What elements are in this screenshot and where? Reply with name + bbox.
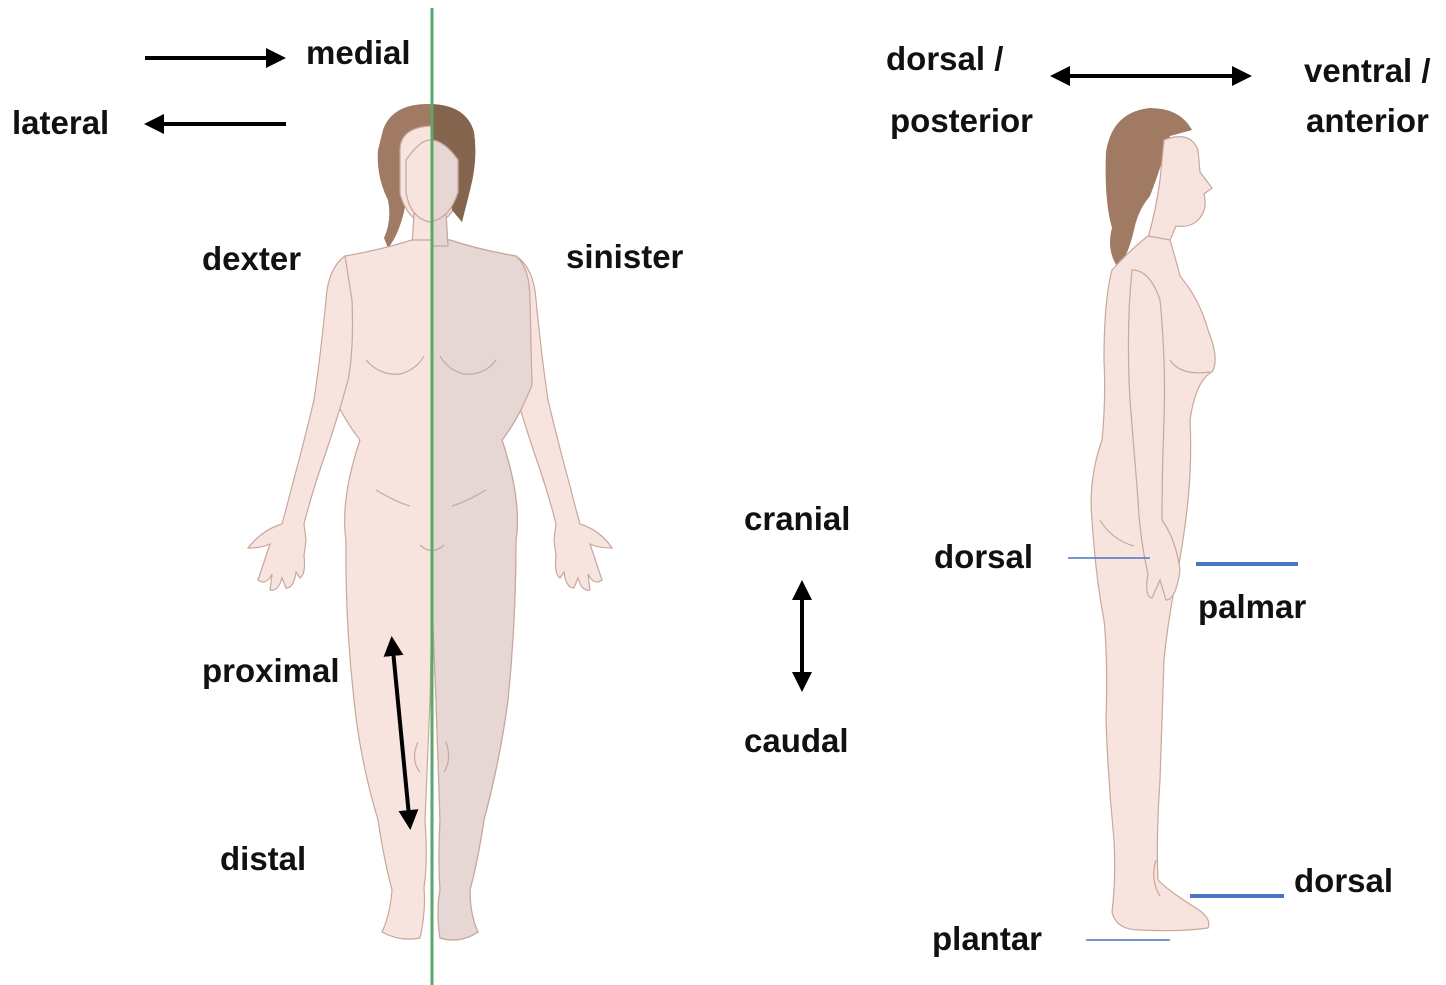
label-ventral-anterior-1: ventral / [1304, 52, 1431, 90]
label-cranial: cranial [744, 500, 850, 538]
label-distal: distal [220, 840, 306, 878]
label-dorsal-foot: dorsal [1294, 862, 1393, 900]
front-arm-right [248, 256, 353, 590]
label-sinister: sinister [566, 238, 683, 276]
label-caudal: caudal [744, 722, 849, 760]
label-proximal: proximal [202, 652, 340, 690]
label-dorsal-hand: dorsal [934, 538, 1033, 576]
label-palmar: palmar [1198, 588, 1306, 626]
front-body-silhouette [248, 104, 612, 940]
label-dexter: dexter [202, 240, 301, 278]
side-view-figure [1091, 108, 1215, 931]
label-plantar: plantar [932, 920, 1042, 958]
label-dorsal-posterior-1: dorsal / [886, 40, 1003, 78]
label-ventral-anterior-2: anterior [1306, 102, 1429, 140]
label-lateral: lateral [12, 104, 109, 142]
front-view-figure [248, 104, 612, 940]
label-dorsal-posterior-2: posterior [890, 102, 1033, 140]
label-medial: medial [306, 34, 411, 72]
